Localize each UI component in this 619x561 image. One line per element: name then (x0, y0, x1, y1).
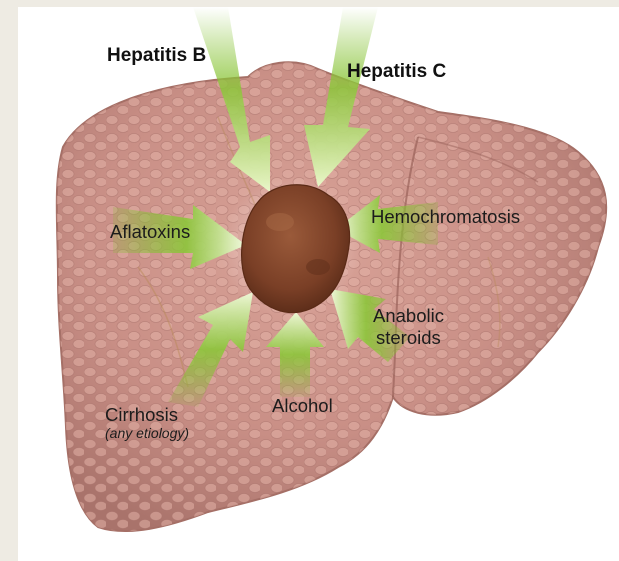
diagram-canvas: Hepatitis B Hepatitis C Aflatoxins Hemoc… (18, 7, 619, 561)
label-steroids: steroids (376, 327, 441, 349)
liver-illustration (18, 7, 619, 561)
label-cirrhosis: Cirrhosis (105, 404, 178, 426)
label-alcohol: Alcohol (272, 395, 333, 417)
label-aflatoxins: Aflatoxins (110, 221, 190, 243)
liver-tumor (220, 177, 360, 317)
label-hemochromatosis: Hemochromatosis (371, 206, 520, 228)
label-cirrhosis-note: (any etiology) (105, 425, 189, 441)
label-anabolic: Anabolic (373, 305, 444, 327)
label-hepatitis-c: Hepatitis C (347, 61, 446, 83)
label-hepatitis-b: Hepatitis B (107, 45, 206, 67)
